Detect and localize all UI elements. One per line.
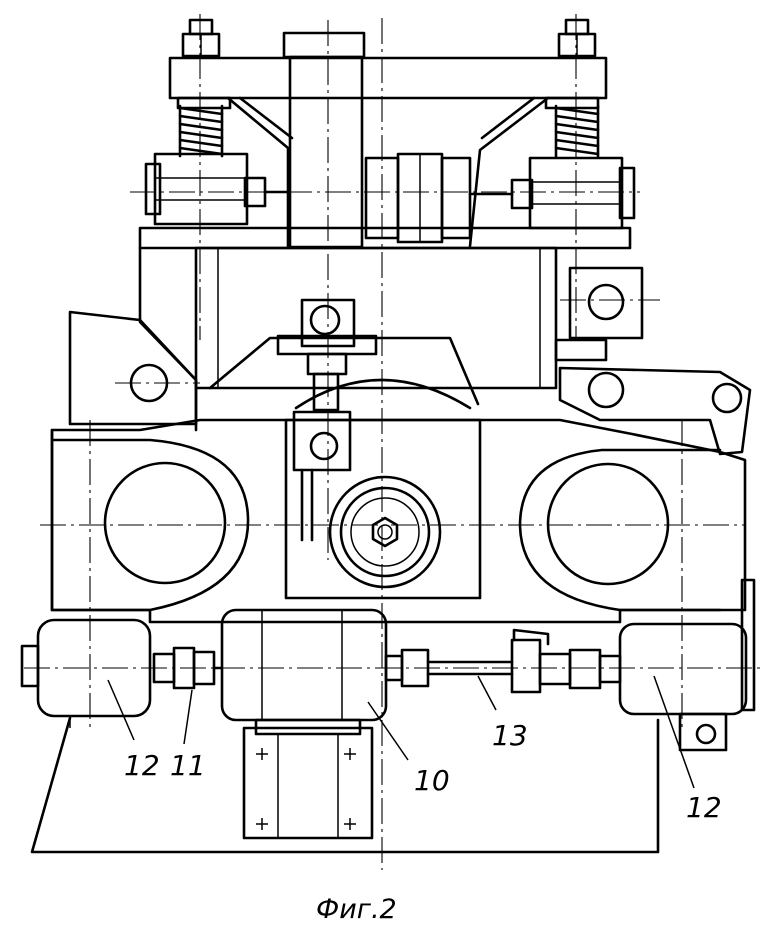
- base-plate: [30, 716, 660, 854]
- right-roller: [518, 448, 722, 612]
- tension-linkage: [276, 298, 378, 542]
- central-wheel: [328, 475, 442, 589]
- spring-right: [554, 104, 600, 158]
- left-roller: [50, 428, 250, 612]
- right-lever: [558, 366, 752, 456]
- lower-frame: [50, 418, 747, 624]
- right-bracket: [554, 266, 644, 362]
- gearbox-right: [618, 578, 756, 752]
- upper-housing-left: [144, 152, 292, 226]
- upper-body: [138, 226, 632, 432]
- spring-left: [178, 104, 224, 158]
- gearbox-left: [20, 618, 152, 728]
- label-11: 11: [170, 749, 206, 782]
- top-bolt-left: [181, 18, 221, 58]
- label-13: 13: [492, 719, 528, 752]
- top-bolt-right: [557, 18, 597, 58]
- label-12-right: 12: [686, 791, 722, 824]
- motor-10: [220, 608, 388, 722]
- central-column: [282, 31, 366, 249]
- shaft-13: [384, 628, 622, 694]
- top-crossbar: [168, 56, 608, 248]
- left-lug: [68, 310, 198, 426]
- label-10: 10: [414, 764, 450, 797]
- axis-lines: [24, 14, 760, 870]
- leader-lines: [107, 675, 695, 789]
- label-12-left: 12: [124, 749, 160, 782]
- upper-housing-right: [468, 156, 636, 230]
- figure-caption: Фиг.2: [316, 894, 397, 925]
- motor-mount-block: [242, 718, 374, 840]
